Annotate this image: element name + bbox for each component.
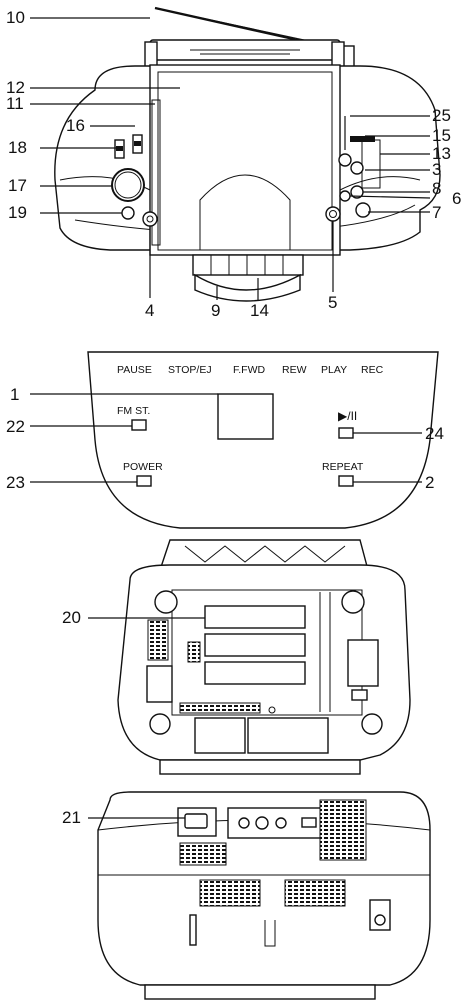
label-play-pause: ▶/II xyxy=(338,409,357,423)
label-power: POWER xyxy=(123,461,163,473)
callout-16: 16 xyxy=(66,116,85,135)
callout-17: 17 xyxy=(8,176,27,195)
panel-labels: PAUSE STOP/EJ F.FWD REW PLAY REC FM ST. … xyxy=(117,364,384,473)
callout-numbers: 10 12 11 16 18 17 19 4 9 14 5 25 15 13 3… xyxy=(6,8,461,827)
back-view xyxy=(88,539,411,775)
bottom-view xyxy=(88,791,431,1000)
callout-18: 18 xyxy=(8,138,27,157)
label-fm-st: FM ST. xyxy=(117,405,150,417)
callout-12: 12 xyxy=(6,78,25,97)
callout-5: 5 xyxy=(328,293,337,312)
label-stop-ej: STOP/EJ xyxy=(168,364,212,376)
callout-4: 4 xyxy=(145,301,154,320)
callout-22: 22 xyxy=(6,417,25,436)
callout-24: 24 xyxy=(425,424,444,443)
callout-14: 14 xyxy=(250,301,269,320)
callout-11: 11 xyxy=(6,94,24,113)
label-ffwd: F.FWD xyxy=(233,364,265,376)
label-play: PLAY xyxy=(321,364,347,376)
callout-21: 21 xyxy=(62,808,81,827)
callout-15: 15 xyxy=(432,126,451,145)
callout-20: 20 xyxy=(62,608,81,627)
callout-3: 3 xyxy=(432,160,441,179)
callout-6: 6 xyxy=(452,189,461,208)
label-pause: PAUSE xyxy=(117,364,152,376)
callout-2: 2 xyxy=(425,473,434,492)
label-rec: REC xyxy=(361,364,384,376)
label-repeat: REPEAT xyxy=(322,461,364,473)
callout-10: 10 xyxy=(6,8,25,27)
callout-9: 9 xyxy=(211,301,220,320)
callout-23: 23 xyxy=(6,473,25,492)
callout-8: 8 xyxy=(432,179,441,198)
label-rew: REW xyxy=(282,364,307,376)
callout-25: 25 xyxy=(432,106,451,125)
callout-1: 1 xyxy=(10,385,19,404)
callout-7: 7 xyxy=(432,203,441,222)
callout-19: 19 xyxy=(8,203,27,222)
callout-13: 13 xyxy=(432,144,451,163)
front-callout-lines xyxy=(30,17,431,300)
display-panel xyxy=(30,351,439,529)
front-view xyxy=(54,6,441,302)
